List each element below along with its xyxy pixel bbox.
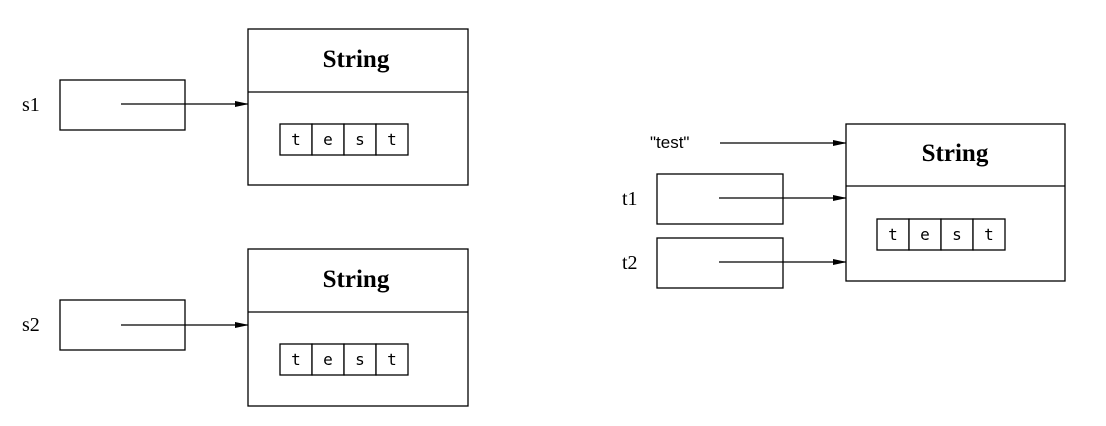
char-cell-text: t <box>291 130 301 149</box>
char-cell <box>343 123 377 156</box>
char-cell-text: s <box>952 225 962 244</box>
char-cell-text: e <box>323 130 333 149</box>
s2-group: s2 String t e s t <box>22 248 469 407</box>
char-cell <box>940 218 974 251</box>
t1-reference-box <box>656 173 784 225</box>
string-object-shared-box <box>845 123 1066 282</box>
string-object-s1-title: String <box>323 46 390 73</box>
char-cell <box>876 218 910 251</box>
interned-group: "test" t1 t2 String t e s t <box>622 123 1066 289</box>
string-object-shared-title: String <box>922 140 989 167</box>
char-cell <box>375 343 409 376</box>
string-object-s2-title: String <box>323 266 390 293</box>
string-object-s2-box <box>247 248 469 407</box>
string-literal-label: "test" <box>650 133 689 152</box>
char-cell-text: s <box>355 130 365 149</box>
string-object-s1-box <box>247 28 469 186</box>
char-cell <box>908 218 942 251</box>
char-cell-text: t <box>387 130 397 149</box>
t1-label: t1 <box>622 188 638 210</box>
s1-group: s1 String t e s t <box>22 28 469 186</box>
char-cell-text: t <box>387 350 397 369</box>
string-object-s1: String t e s t <box>247 28 469 186</box>
s1-label: s1 <box>22 94 40 116</box>
char-cell <box>375 123 409 156</box>
char-cell-text: t <box>291 350 301 369</box>
s2-label: s2 <box>22 314 40 336</box>
char-cell-text: t <box>984 225 994 244</box>
char-cell <box>311 123 345 156</box>
char-cell-text: s <box>355 350 365 369</box>
char-array-s1: t e s t <box>279 123 409 156</box>
s1-reference-box <box>59 79 186 131</box>
string-object-shared: String t e s t <box>845 123 1066 282</box>
t2-reference-box <box>656 237 784 289</box>
char-cell <box>343 343 377 376</box>
t2-label: t2 <box>622 252 638 274</box>
char-array-shared: t e s t <box>876 218 1006 251</box>
char-array-s2: t e s t <box>279 343 409 376</box>
char-cell <box>972 218 1006 251</box>
string-object-s2: String t e s t <box>247 248 469 407</box>
char-cell-text: t <box>888 225 898 244</box>
char-cell-text: e <box>323 350 333 369</box>
char-cell-text: e <box>920 225 930 244</box>
